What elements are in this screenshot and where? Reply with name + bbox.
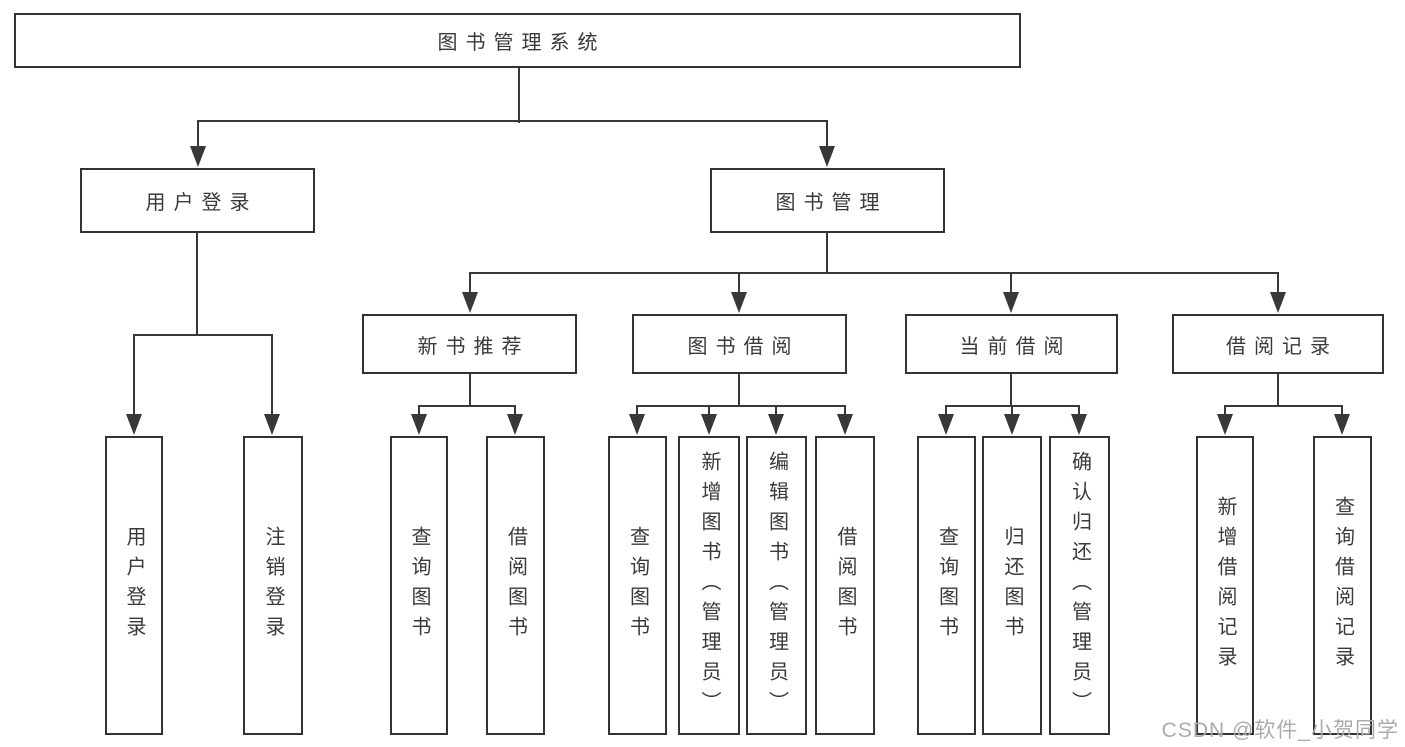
leaf-query-books-recommend: 查询图书 — [390, 436, 448, 735]
leaf-edit-books-admin: 编辑图书（管理员） — [746, 436, 807, 735]
arrowheads — [126, 146, 1350, 435]
leaf-return-books: 归还图书 — [982, 436, 1042, 735]
leaf-query-books-borrow: 查询图书 — [608, 436, 667, 735]
node-book-management: 图书管理 — [710, 168, 945, 233]
node-user-login: 用户登录 — [80, 168, 315, 233]
leaf-confirm-return-admin: 确认归还（管理员） — [1049, 436, 1110, 735]
leaf-query-books-current: 查询图书 — [917, 436, 976, 735]
leaf-logout: 注销登录 — [243, 436, 303, 735]
node-borrow-record: 借阅记录 — [1172, 314, 1384, 374]
node-new-book-recommend: 新书推荐 — [362, 314, 577, 374]
leaf-add-borrow-record: 新增借阅记录 — [1196, 436, 1254, 735]
leaf-borrow-books-recommend: 借阅图书 — [486, 436, 545, 735]
node-book-borrow: 图书借阅 — [632, 314, 847, 374]
leaf-borrow-books: 借阅图书 — [815, 436, 875, 735]
leaf-add-books-admin: 新增图书（管理员） — [678, 436, 740, 735]
csdn-watermark: CSDN @软件_小贺同学 — [1161, 719, 1399, 742]
node-root-library-system: 图书管理系统 — [14, 13, 1021, 68]
leaf-user-login: 用户登录 — [105, 436, 163, 735]
node-current-borrow: 当前借阅 — [905, 314, 1118, 374]
leaf-query-borrow-record: 查询借阅记录 — [1313, 436, 1372, 735]
